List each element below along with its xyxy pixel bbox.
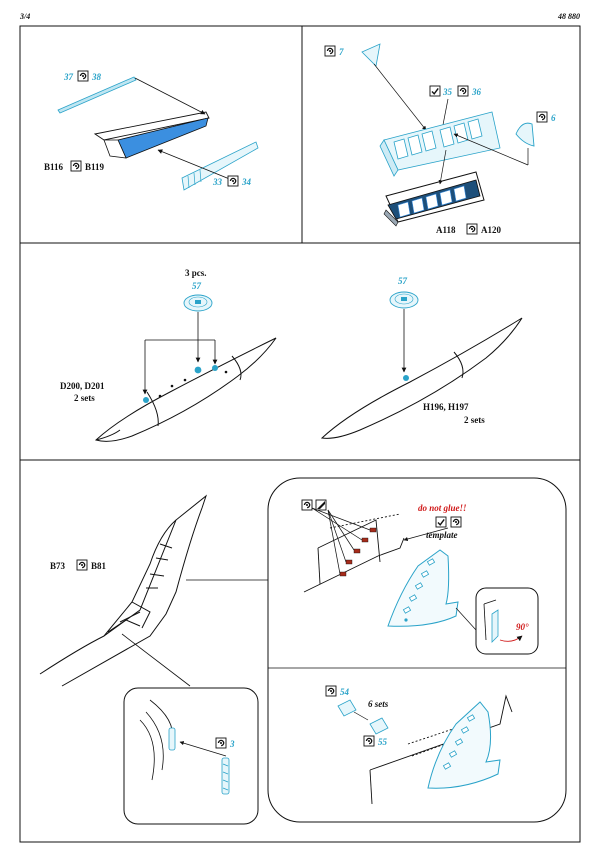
- etch-part-54: [337, 699, 357, 717]
- part-label-57: 57: [398, 276, 408, 286]
- position-label: A120: [481, 225, 501, 235]
- fold-icon: [76, 559, 88, 571]
- part-label-36: 36: [471, 87, 482, 97]
- page-number: 3/4: [20, 12, 31, 21]
- position-label: B73: [50, 561, 66, 571]
- fold-icon: [70, 160, 82, 172]
- part-label-57: 57: [192, 281, 202, 291]
- fold-icon: [215, 737, 227, 749]
- sets-label: 6 sets: [368, 699, 389, 709]
- bay-base-part: [383, 171, 485, 227]
- etch-grid-part: [379, 111, 501, 177]
- position-label: B81: [91, 561, 107, 571]
- panel-middle-left: 3 pcs. 57 D: [60, 268, 277, 442]
- paint-icon: [315, 499, 327, 511]
- etch-part-38: [57, 76, 137, 114]
- etch-part-7: [361, 43, 381, 67]
- part-label-35: 35: [442, 87, 453, 97]
- template-label: template: [426, 530, 458, 540]
- fold-icon: [363, 735, 375, 747]
- panel-bottom-right: do not glue!! template: [267, 477, 567, 823]
- warning-label: do not glue!!: [418, 503, 467, 513]
- position-label: B119: [85, 162, 105, 172]
- etch-part-3: [221, 757, 230, 795]
- sets-label: 2 sets: [74, 393, 95, 403]
- set-number: 48 880: [558, 12, 580, 21]
- fold-icon: [77, 70, 89, 82]
- drop-tank: [95, 337, 277, 442]
- tail-fin: [39, 494, 208, 687]
- check-icon: [429, 85, 441, 97]
- panel-frame: [19, 25, 581, 843]
- etch-airbrake-part: [427, 701, 501, 789]
- fold-icon: [325, 685, 337, 697]
- position-label: A118: [436, 225, 456, 235]
- etch-template-part: [387, 549, 459, 627]
- position-label: H196, H197: [423, 402, 469, 412]
- panel-top-left: 37 38 B116 B119 33 34: [44, 70, 259, 191]
- etch-part-55: [369, 717, 389, 735]
- part-label-37: 37: [63, 72, 74, 82]
- quantity-label: 3 pcs.: [185, 268, 207, 278]
- part-label-34: 34: [241, 177, 252, 187]
- part-label-6: 6: [551, 113, 556, 123]
- etch-disc-57: [389, 291, 419, 309]
- fold-icon: [450, 516, 462, 528]
- part-label-55: 55: [378, 737, 388, 747]
- position-label: D200, D201: [60, 381, 105, 391]
- fold-icon: [301, 499, 313, 511]
- panel-top-right: 7 35 36 6: [324, 43, 556, 235]
- angle-inset: [475, 587, 539, 655]
- part-label-3: 3: [229, 739, 235, 749]
- part-label-38: 38: [91, 72, 102, 82]
- fold-icon: [466, 223, 478, 235]
- check-icon: [435, 516, 447, 528]
- angle-label: 90°: [516, 622, 529, 632]
- fold-icon: [536, 111, 548, 123]
- detail-inset: [123, 687, 259, 825]
- etch-part-6: [515, 122, 535, 147]
- fold-icon: [324, 45, 336, 57]
- flap-part: [93, 111, 210, 141]
- part-label-54: 54: [340, 687, 350, 697]
- etch-disc-57: [183, 294, 213, 312]
- fold-icon: [227, 175, 239, 187]
- fuselage-section: [369, 694, 513, 805]
- drop-tank: [320, 317, 523, 439]
- panel-middle-right: 57 H196, H197 2 sets: [320, 276, 523, 439]
- part-label-33: 33: [212, 177, 223, 187]
- etch-part-3: [168, 727, 176, 751]
- sets-label: 2 sets: [464, 415, 485, 425]
- part-label-7: 7: [339, 47, 344, 57]
- position-label: B116: [44, 162, 64, 172]
- fold-icon: [457, 85, 469, 97]
- panel-bottom-left: B73 B81 3: [39, 494, 270, 825]
